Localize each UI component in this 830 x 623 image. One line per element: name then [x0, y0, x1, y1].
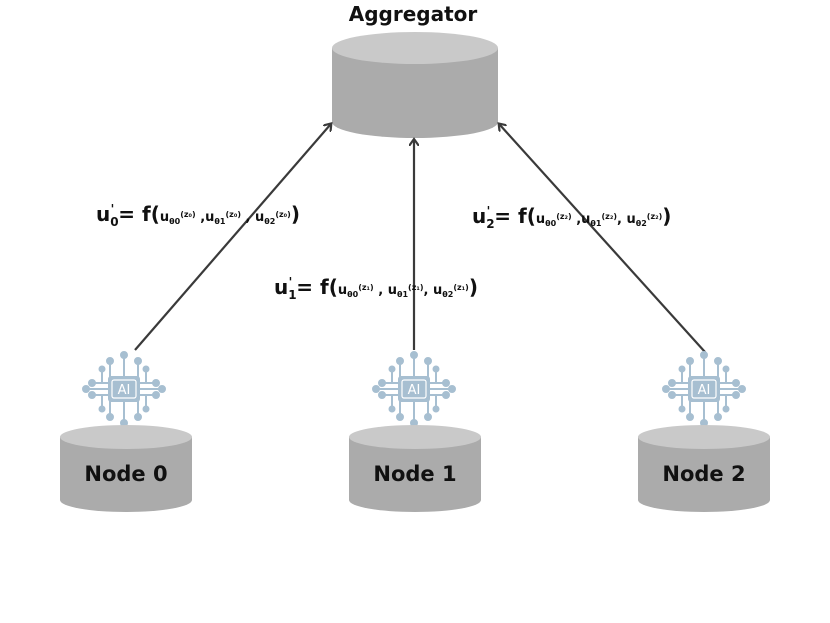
ai-chip-icon: AI — [372, 351, 456, 427]
ai-chip-icon: AI — [82, 351, 166, 427]
node-1-label: Node 1 — [373, 462, 456, 486]
svg-text:u1'= f(uθ0(z₁) , uθ1(z₁), uθ2(: u1'= f(uθ0(z₁) , uθ1(z₁), uθ2(z₁)) — [274, 275, 478, 302]
svg-text:u2'= f(uθ0(z₂) ,uθ1(z₂), uθ2(z: u2'= f(uθ0(z₂) ,uθ1(z₂), uθ2(z₂)) — [472, 204, 671, 231]
aggregator-cylinder — [332, 32, 498, 138]
node-0-cylinder: Node 0 — [60, 425, 192, 512]
svg-text:AI: AI — [408, 383, 421, 398]
update-equation-0: u0'= f(uθ0(z₀) ,uθ1(z₀) , uθ2(z₀)) — [96, 202, 300, 229]
svg-text:AI: AI — [698, 383, 711, 398]
node-0-label: Node 0 — [84, 462, 167, 486]
update-equation-2: u2'= f(uθ0(z₂) ,uθ1(z₂), uθ2(z₂)) — [472, 204, 671, 231]
svg-text:u0'= f(uθ0(z₀) ,uθ1(z₀) , uθ2(: u0'= f(uθ0(z₀) ,uθ1(z₀) , uθ2(z₀)) — [96, 202, 300, 229]
svg-text:AI: AI — [118, 383, 131, 398]
node-2-cylinder: Node 2 — [638, 425, 770, 512]
node-1-cylinder: Node 1 — [349, 425, 481, 512]
arrow-node0-to-aggregator — [134, 125, 330, 351]
aggregator-label: Aggregator — [349, 2, 478, 26]
arrow-node2-to-aggregator — [500, 125, 706, 353]
update-equation-1: u1'= f(uθ0(z₁) , uθ1(z₁), uθ2(z₁)) — [274, 275, 478, 302]
ai-chip-icon: AI — [662, 351, 746, 427]
node-2-label: Node 2 — [662, 462, 745, 486]
